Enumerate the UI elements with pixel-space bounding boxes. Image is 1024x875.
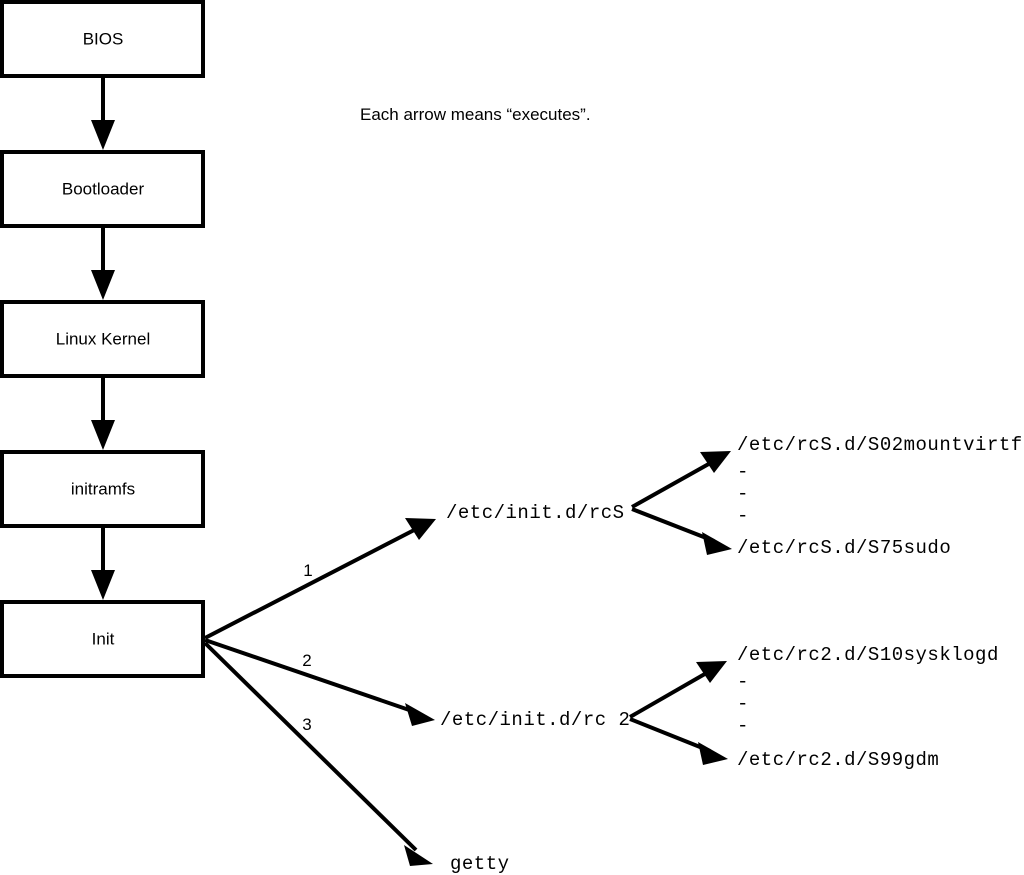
rc2-ellipsis-dash-1: - — [737, 671, 748, 693]
rcs-child-first-label: /etc/rcS.d/S02mountvirtfs — [737, 434, 1024, 456]
rc2-child-first-label: /etc/rc2.d/S10sysklogd — [737, 644, 999, 666]
chain-connectors — [91, 76, 115, 600]
rcs-child-first-arrowhead — [700, 451, 731, 473]
stage-box-initramfs-label: initramfs — [71, 479, 135, 498]
stage-box-bios[interactable]: BIOS — [0, 0, 205, 78]
stage-box-initramfs[interactable]: initramfs — [0, 450, 205, 528]
stage-box-kernel-rect — [0, 300, 205, 378]
rc2-child-last-arrowhead — [698, 742, 728, 765]
rcs-child-first-arrow — [631, 451, 731, 509]
stage-box-initramfs-rect — [0, 450, 205, 528]
rcs-ellipsis-dash-1: - — [737, 461, 748, 483]
init-branch-2-label: /etc/init.d/rc 2 — [440, 709, 630, 731]
init-branch-3-arrow — [203, 641, 433, 866]
init-branch-3-number: 3 — [302, 715, 311, 734]
stage-box-bios-label: BIOS — [83, 29, 124, 48]
init-branch-3-line — [203, 641, 418, 852]
rcs-child-first-line — [631, 459, 715, 509]
init-branch-2-arrowhead — [405, 703, 435, 726]
rcs-child-last-arrowhead — [702, 532, 732, 555]
diagram-caption: Each arrow means “executes”. — [360, 105, 591, 124]
stage-box-init[interactable]: Init — [0, 600, 205, 678]
init-branch-2-line — [204, 638, 419, 715]
arrowhead-initramfs-to-init — [91, 570, 115, 600]
rc2-ellipsis-dash-2: - — [737, 693, 748, 715]
init-branch-1-label: /etc/init.d/rcS — [446, 502, 625, 524]
stage-box-bootloader-rect — [0, 150, 205, 228]
init-branch-2-number: 2 — [302, 651, 311, 670]
init-branch-3-arrowhead — [404, 845, 433, 866]
init-branch-2-arrow — [204, 638, 435, 726]
rc2-child-last-line — [629, 717, 711, 753]
stage-box-bootloader-label: Bootloader — [62, 179, 145, 198]
stage-box-init-rect — [0, 600, 205, 678]
stage-box-kernel[interactable]: Linux Kernel — [0, 300, 205, 378]
rc2-child-last-arrow — [629, 717, 728, 765]
rcs-child-last-label: /etc/rcS.d/S75sudo — [737, 537, 951, 559]
rcs-ellipsis-dash-3: - — [737, 505, 748, 527]
arrowhead-bootloader-to-kernel — [91, 270, 115, 300]
init-branch-1-line — [204, 525, 421, 640]
rc2-child-first-arrowhead — [696, 661, 727, 683]
stage-box-kernel-label: Linux Kernel — [56, 329, 151, 348]
rc2-child-last-label: /etc/rc2.d/S99gdm — [737, 749, 939, 771]
arrowhead-kernel-to-initramfs — [91, 420, 115, 450]
rcs-ellipsis-dash-2: - — [737, 483, 748, 505]
init-branch-1-arrow — [204, 518, 436, 640]
arrowhead-bios-to-bootloader — [91, 120, 115, 150]
rc2-child-first-arrow — [629, 661, 727, 719]
stage-box-init-label: Init — [92, 629, 115, 648]
rc2-child-first-line — [629, 669, 711, 719]
rc2-ellipsis-dash-3: - — [737, 715, 748, 737]
stage-box-bootloader[interactable]: Bootloader — [0, 150, 205, 228]
init-branch-1-arrowhead — [405, 518, 436, 540]
rcs-child-last-line — [631, 507, 715, 543]
init-branch-1-number: 1 — [303, 561, 312, 580]
init-branch-3-label: getty — [450, 853, 510, 875]
stage-box-bios-rect — [0, 0, 205, 78]
rcs-child-last-arrow — [631, 507, 732, 555]
